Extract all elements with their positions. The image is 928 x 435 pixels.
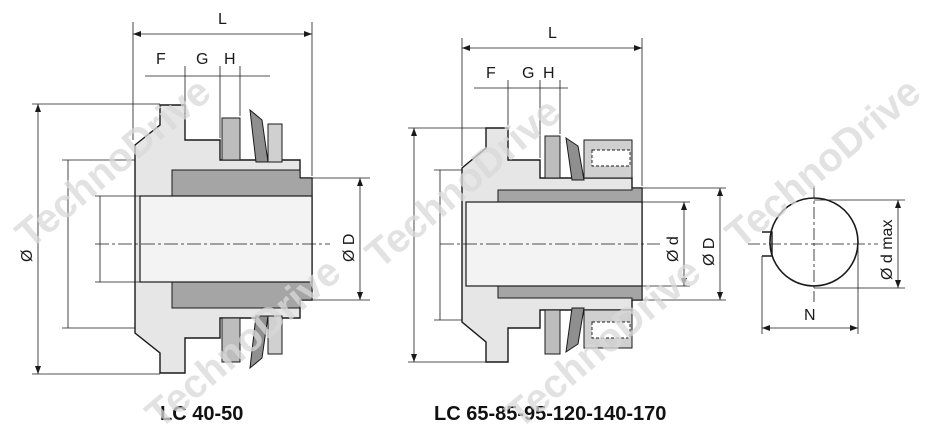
- left-spring-bottom: [249, 315, 269, 370]
- left-disc-top: [221, 117, 241, 161]
- left-dim-G: G: [196, 51, 208, 68]
- arrow: [634, 45, 642, 51]
- arrow: [895, 280, 901, 288]
- arrow: [717, 292, 723, 300]
- left-caption: LC 40-50: [160, 403, 243, 425]
- bore-circle: [769, 197, 859, 287]
- mid-dim-L: L: [548, 25, 557, 42]
- arrow: [681, 278, 687, 286]
- arrow: [762, 325, 770, 331]
- right-dim-dmax: Ø d max: [879, 220, 896, 280]
- mid-spring-bottom: [565, 307, 585, 354]
- arrow: [681, 202, 687, 210]
- drawing-left: L F G H Ø D Ø LC 40-50: [19, 11, 370, 425]
- left-spring-top: [249, 108, 269, 163]
- left-bore: [139, 195, 313, 283]
- arrow: [133, 31, 141, 37]
- arrow: [357, 292, 363, 300]
- left-hub-shoulder: [171, 169, 313, 197]
- arrow: [411, 128, 417, 136]
- arrow: [411, 354, 417, 362]
- mid-dim-F: F: [486, 65, 496, 82]
- left-dim-H: H: [224, 51, 236, 68]
- arrow: [35, 366, 41, 374]
- mid-screw-top: [591, 149, 631, 167]
- arrow: [717, 188, 723, 196]
- mid-screw-bottom: [591, 321, 631, 339]
- left-disc-bottom: [221, 317, 241, 363]
- mid-dim-G: G: [522, 65, 534, 82]
- drawing-right: Ø d max N: [748, 186, 905, 334]
- mid-disc-bottom: [544, 309, 561, 355]
- left-dim-D: Ø D: [341, 234, 358, 262]
- mid-dim-H: H: [543, 65, 555, 82]
- mid-spring-top: [565, 136, 585, 181]
- left-dim-outer: Ø: [19, 250, 36, 262]
- mid-disc-top: [544, 135, 561, 179]
- mid-dim-d: Ø d: [665, 236, 682, 262]
- left-ring-bottom: [267, 315, 283, 355]
- arrow: [895, 200, 901, 208]
- left-dim-L: L: [218, 11, 227, 28]
- mid-caption: LC 65-85-95-120-140-170: [434, 403, 666, 425]
- right-dim-N: N: [804, 307, 816, 324]
- arrow: [462, 45, 470, 51]
- left-dim-F: F: [156, 51, 166, 68]
- arrow: [35, 104, 41, 112]
- arrowheads: [35, 31, 901, 374]
- drawing-middle: L F G H Ø d Ø D LC 65-85-95-120-140-170: [408, 25, 726, 425]
- arrow: [304, 31, 312, 37]
- left-ring-top: [267, 123, 283, 163]
- arrow: [357, 178, 363, 186]
- arrow: [850, 325, 858, 331]
- mid-hub-shoulder-bottom: [497, 285, 643, 301]
- mid-hub-shoulder: [497, 187, 643, 203]
- mid-dim-D: Ø D: [701, 238, 718, 266]
